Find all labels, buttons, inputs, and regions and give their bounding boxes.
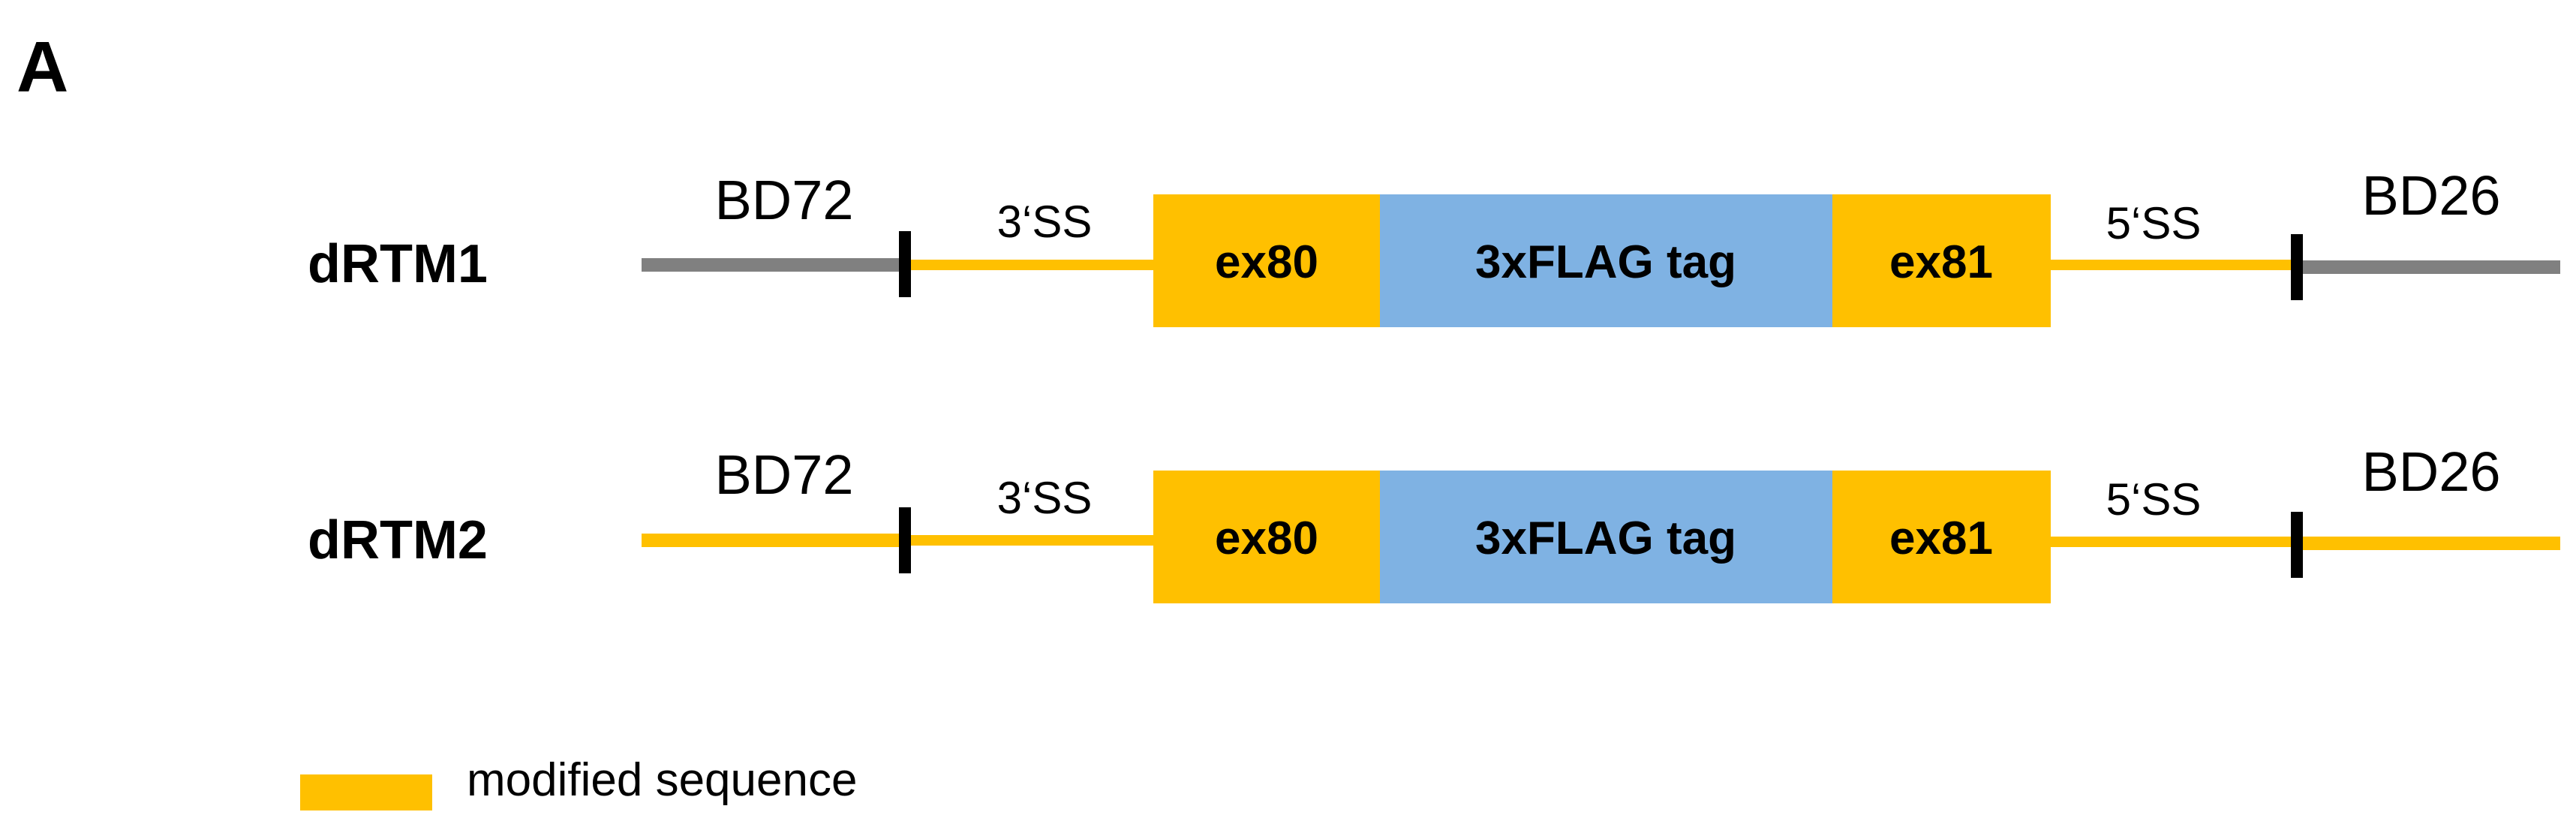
right-splice-site-label: 5‘SS xyxy=(2106,198,2202,248)
exon-left-box xyxy=(1153,471,1380,603)
tag-box xyxy=(1380,194,1832,327)
exon-right-label: ex81 xyxy=(1889,236,1993,288)
right-region-label: BD26 xyxy=(2361,441,2500,503)
left-region-label: BD72 xyxy=(714,169,853,231)
construct-drtm1: dRTM1 ex80 3xFLAG tag ex81 BD72 3‘SS 5‘S… xyxy=(308,164,2560,327)
construct-label: dRTM1 xyxy=(308,234,488,294)
left-junction-marker xyxy=(899,231,911,297)
exon-left-label: ex80 xyxy=(1215,236,1318,288)
exon-right-box xyxy=(1832,194,2051,327)
right-junction-marker xyxy=(2291,512,2303,578)
right-region-label: BD26 xyxy=(2361,164,2500,227)
left-junction-marker xyxy=(899,507,911,573)
legend: modified sequence xyxy=(300,754,857,810)
right-splice-site-label: 5‘SS xyxy=(2106,474,2202,525)
left-region-label: BD72 xyxy=(714,444,853,506)
exon-right-label: ex81 xyxy=(1889,513,1993,564)
exon-left-label: ex80 xyxy=(1215,513,1318,564)
right-junction-marker xyxy=(2291,234,2303,300)
tag-box xyxy=(1380,471,1832,603)
panel-label: A xyxy=(17,27,68,107)
tag-label: 3xFLAG tag xyxy=(1475,236,1736,288)
construct-drtm2: dRTM2 ex80 3xFLAG tag ex81 BD72 3‘SS 5‘S… xyxy=(308,441,2560,603)
legend-label: modified sequence xyxy=(467,754,857,806)
exon-left-box xyxy=(1153,194,1380,327)
legend-swatch xyxy=(300,774,432,810)
left-splice-site-label: 3‘SS xyxy=(997,197,1093,247)
tag-label: 3xFLAG tag xyxy=(1475,513,1736,564)
left-splice-site-label: 3‘SS xyxy=(997,473,1093,523)
exon-right-box xyxy=(1832,471,2051,603)
construct-label: dRTM2 xyxy=(308,510,488,570)
